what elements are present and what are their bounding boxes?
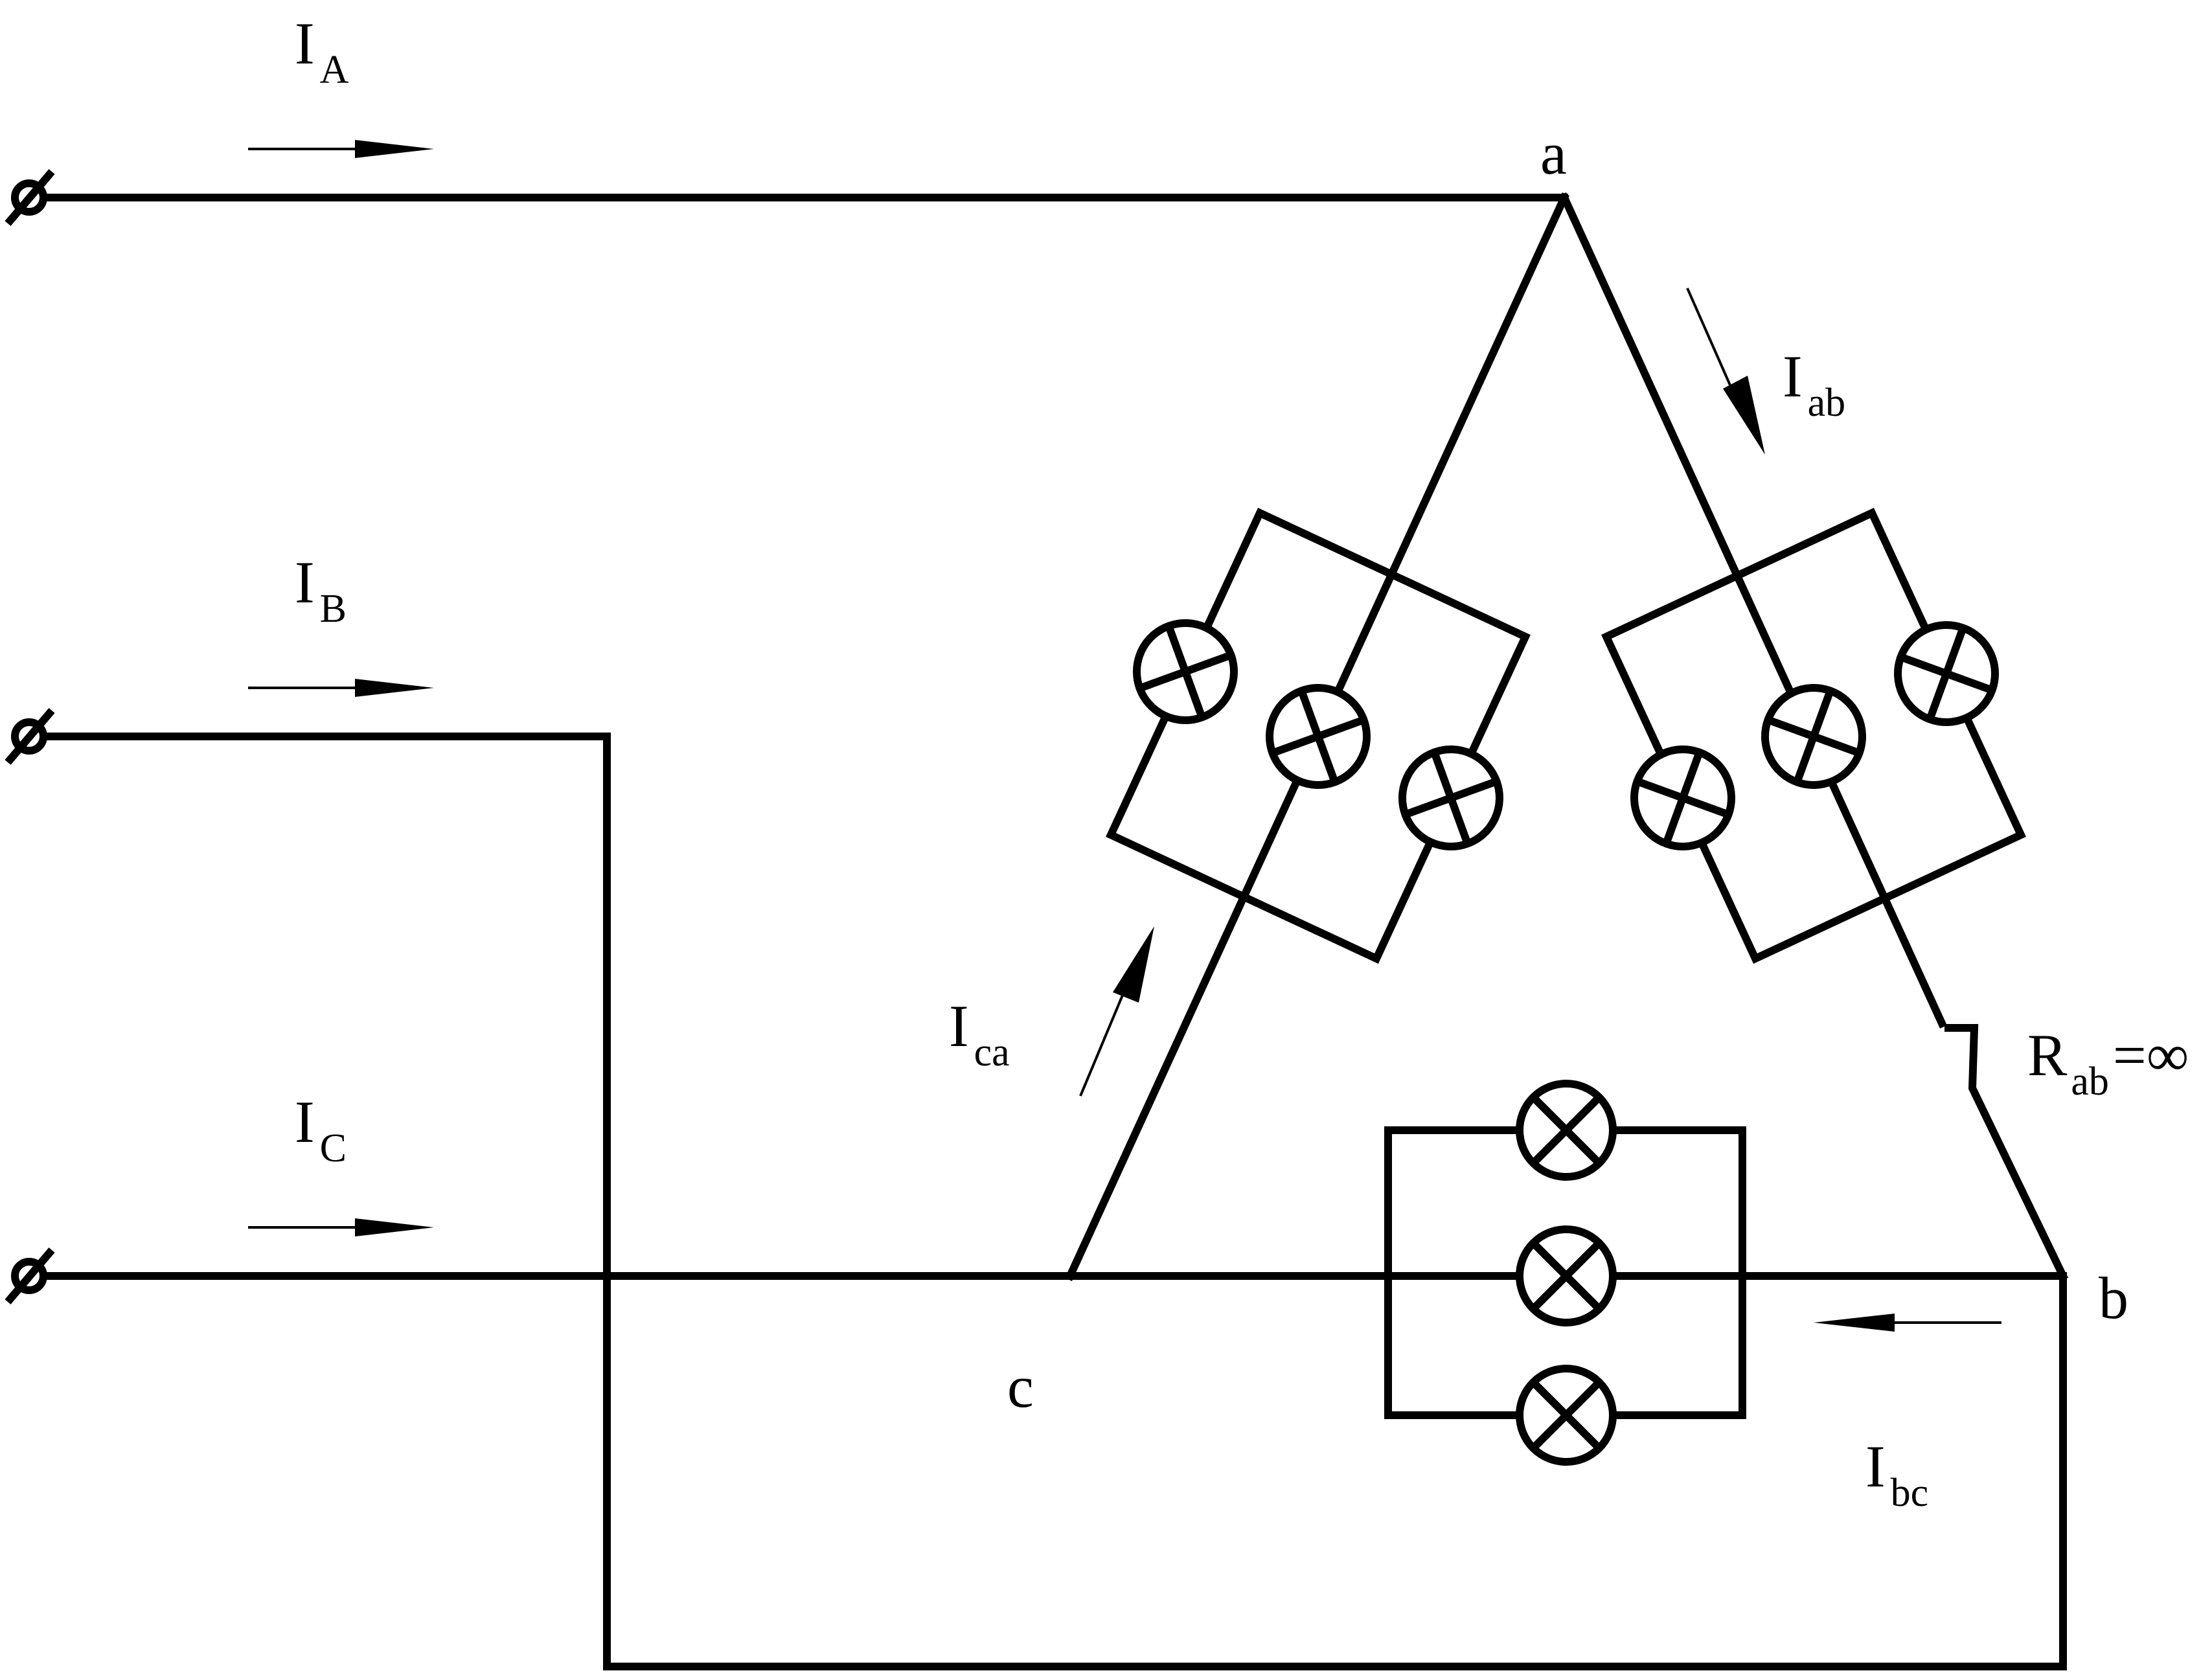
lamp-icon <box>1520 1229 1613 1323</box>
arrows <box>248 140 2001 1332</box>
lamp-icon <box>1256 674 1380 799</box>
branch-ab-lamp-frame <box>1601 508 2026 964</box>
wiring <box>25 192 2069 1670</box>
branch-ca-lamp-frame <box>1106 508 1531 964</box>
node-a-label: a <box>1540 120 1567 187</box>
node-c-label: c <box>1007 1354 1034 1420</box>
lamp-icon <box>1123 609 1248 734</box>
arrow-ib-icon <box>248 679 434 697</box>
lamp-icon <box>1621 736 1745 860</box>
lamps-ab <box>1621 611 2009 860</box>
lamp-icon <box>1884 611 2009 736</box>
lamps-ca <box>1123 609 1513 860</box>
label-rab: Rab=∞ <box>2027 1022 2189 1104</box>
branch-ab-wire <box>1559 192 1947 1029</box>
line-b-wire <box>25 733 2067 1670</box>
terminal-c-icon <box>5 1247 55 1304</box>
terminals <box>5 169 55 1304</box>
arrow-ica-icon <box>1079 926 1154 1097</box>
lamp-icon <box>1751 674 1876 799</box>
terminal-a-icon <box>5 169 55 226</box>
arrow-ic-icon <box>248 1218 434 1236</box>
terminal-b-icon <box>5 708 55 765</box>
arrow-iab-icon <box>1686 288 1765 455</box>
node-b-label: b <box>2099 1265 2128 1331</box>
open-switch <box>1944 1024 2069 1282</box>
lamp-icon <box>1520 1369 1613 1462</box>
lamp-icon <box>1520 1084 1613 1177</box>
lamp-icon <box>1389 736 1513 860</box>
arrow-ia-icon <box>248 140 434 158</box>
lamps-bc <box>1520 1084 1613 1462</box>
arrow-ibc-icon <box>1814 1314 2001 1332</box>
